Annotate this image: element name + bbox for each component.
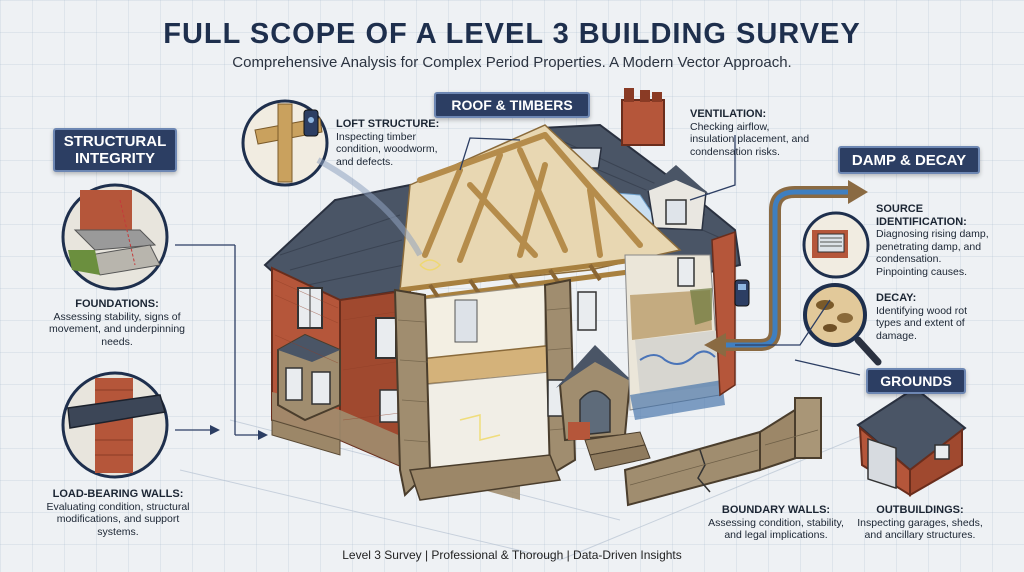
- badge-roof-timbers: ROOF & TIMBERS: [434, 92, 590, 118]
- callout-load-bearing-body: Evaluating condition, structural modific…: [46, 500, 190, 538]
- callout-decay: DECAY: Identifying wood rot types and ex…: [876, 292, 988, 342]
- callout-boundary-body: Assessing condition, stability, and lega…: [708, 516, 844, 542]
- badge-grounds: GROUNDS: [866, 368, 966, 394]
- callout-load-bearing-heading: LOAD-BEARING WALLS:: [52, 488, 184, 500]
- callout-loft-heading: LOFT STRUCTURE:: [336, 118, 440, 130]
- badge-damp-decay: DAMP & DECAY: [838, 146, 980, 174]
- callout-boundary-heading: BOUNDARY WALLS:: [721, 504, 831, 516]
- callout-foundations-heading: FOUNDATIONS:: [75, 298, 159, 310]
- callout-source-heading: SOURCE IDENTIFICATION:: [876, 203, 967, 228]
- badge-structural-integrity: STRUCTURAL INTEGRITY: [53, 128, 177, 172]
- callout-source-body: Diagnosing rising damp, penetrating damp…: [876, 228, 989, 278]
- footer-tagline: Level 3 Survey | Professional & Thorough…: [342, 548, 682, 562]
- boundary-wall: [623, 397, 822, 507]
- loft-timber-inset: [241, 99, 329, 187]
- outbuilding-garage: [856, 386, 967, 497]
- air-vent-inset: [802, 211, 870, 279]
- house-cutaway-section: [393, 88, 742, 501]
- foundations-inset: [61, 183, 169, 291]
- callout-foundations: FOUNDATIONS: Assessing stability, signs …: [42, 298, 192, 348]
- callout-load-bearing: LOAD-BEARING WALLS: Evaluating condition…: [38, 488, 198, 538]
- moisture-meter-icon: [734, 279, 750, 307]
- load-bearing-wall-inset: [61, 371, 169, 479]
- callout-decay-heading: DECAY:: [876, 292, 917, 304]
- main-title: FULL SCOPE OF A LEVEL 3 BUILDING SURVEY: [163, 18, 861, 50]
- wood-rot-magnifier-inset: [803, 283, 882, 366]
- callout-decay-body: Identifying wood rot types and extent of…: [876, 304, 968, 342]
- callout-ventilation-heading: VENTILATION:: [690, 108, 767, 120]
- subtitle: Comprehensive Analysis for Complex Perio…: [232, 54, 792, 71]
- callout-outbuildings-body: Inspecting garages, sheds, and ancillary…: [857, 516, 983, 542]
- leader-lines: [175, 135, 861, 436]
- callout-foundations-body: Assessing stability, signs of movement, …: [48, 310, 185, 348]
- callout-boundary-walls: BOUNDARY WALLS: Assessing condition, sta…: [706, 504, 846, 542]
- callout-outbuildings: OUTBUILDINGS: Inspecting garages, sheds,…: [850, 504, 990, 542]
- callout-loft-body: Inspecting timber condition, woodworm, a…: [336, 130, 438, 168]
- callout-loft-structure: LOFT STRUCTURE: Inspecting timber condit…: [336, 118, 448, 168]
- damp-flow-arrow: [704, 180, 868, 357]
- callout-ventilation-body: Checking airflow, insulation placement, …: [690, 120, 810, 158]
- callout-source-identification: SOURCE IDENTIFICATION: Diagnosing rising…: [876, 203, 992, 278]
- callout-outbuildings-heading: OUTBUILDINGS:: [876, 504, 964, 516]
- callout-ventilation: VENTILATION: Checking airflow, insulatio…: [690, 108, 815, 158]
